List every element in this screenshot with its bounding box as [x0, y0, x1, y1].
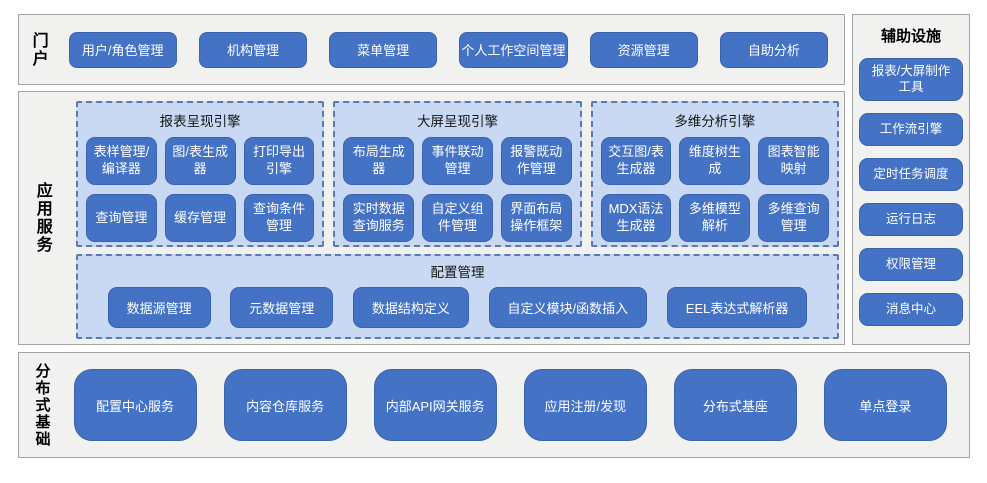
- section-app-services: 应用服务 报表呈现引擎 表样管理/编译器图/表生成器打印导出引擎 查询管理缓存管…: [18, 91, 845, 345]
- config-module-button[interactable]: 数据结构定义: [352, 287, 469, 328]
- portal-button[interactable]: 菜单管理: [329, 31, 438, 68]
- engine-title: 大屏呈现引擎: [416, 114, 498, 129]
- distributed-button-row: 配置中心服务内容仓库服务内部API网关服务应用注册/发现分布式基座单点登录: [73, 369, 948, 441]
- config-button-row: 数据源管理元数据管理数据结构定义自定义模块/函数插入 EEL表达式解析器: [88, 286, 827, 329]
- engine-module-button[interactable]: 查询条件管理: [243, 194, 315, 242]
- auxiliary-section-title: 辅助设施: [880, 28, 941, 45]
- distributed-button[interactable]: 分布式基座: [673, 369, 797, 441]
- engine-module-button[interactable]: MDX语法生成器: [600, 194, 672, 242]
- section-auxiliary: 辅助设施 报表/大屏制作工具工作流引擎定时任务调度运行日志权限管理消息中心: [852, 14, 970, 345]
- config-management-box: 配置管理 数据源管理元数据管理数据结构定义自定义模块/函数插入 EEL表达式解析器: [76, 254, 839, 339]
- portal-button[interactable]: 机构管理: [198, 31, 308, 68]
- auxiliary-button-column: 报表/大屏制作工具工作流引擎定时任务调度运行日志权限管理消息中心: [859, 58, 963, 326]
- engine-box-bigscreen: 大屏呈现引擎 布局生成器事件联动管理报警既动作管理 实时数据查询服务自定义组件管…: [333, 101, 582, 247]
- distributed-button[interactable]: 配置中心服务: [73, 369, 197, 441]
- engine-module-button[interactable]: 维度树生成: [679, 137, 751, 185]
- engine-module-row: 查询管理缓存管理查询条件管理: [86, 194, 315, 242]
- portal-button[interactable]: 个人工作空间管理: [459, 31, 568, 68]
- engine-module-button[interactable]: 表样管理/编译器: [86, 137, 157, 185]
- engines-row: 报表呈现引擎 表样管理/编译器图/表生成器打印导出引擎 查询管理缓存管理查询条件…: [76, 101, 839, 247]
- engine-box-olap: 多维分析引擎 交互图/表生成器维度树生成图表智能映射 MDX语法生成器多维模型解…: [590, 101, 839, 247]
- engine-module-button[interactable]: 多维模型解析: [679, 194, 751, 242]
- engine-module-row: 布局生成器事件联动管理报警既动作管理: [343, 137, 572, 185]
- app-services-section-label: 应用服务: [33, 182, 51, 254]
- auxiliary-button[interactable]: 运行日志: [859, 202, 963, 236]
- engine-module-button[interactable]: 图/表生成器: [164, 137, 236, 185]
- engine-module-row: 实时数据查询服务自定义组件管理界面布局操作框架: [343, 194, 572, 242]
- engine-module-button[interactable]: 报警既动作管理: [500, 137, 572, 185]
- config-module-button[interactable]: 数据源管理: [107, 287, 211, 328]
- config-module-button[interactable]: 自定义模块/函数插入: [488, 287, 648, 328]
- app-services-label-wrap: 应用服务: [25, 92, 59, 344]
- engine-module-button[interactable]: 事件联动管理: [422, 137, 493, 185]
- portal-button-row: 用户/角色管理机构管理菜单管理个人工作空间管理资源管理自助分析: [68, 31, 828, 68]
- engine-module-button[interactable]: 打印导出引擎: [243, 137, 315, 185]
- config-module-button[interactable]: 元数据管理: [230, 287, 334, 328]
- engine-title: 报表呈现引擎: [159, 114, 241, 129]
- portal-button[interactable]: 资源管理: [589, 31, 698, 68]
- distributed-button[interactable]: 单点登录: [823, 369, 947, 441]
- section-portal: 门户 用户/角色管理机构管理菜单管理个人工作空间管理资源管理自助分析: [18, 14, 845, 85]
- portal-button[interactable]: 自助分析: [719, 31, 828, 68]
- engine-module-button[interactable]: 实时数据查询服务: [343, 194, 415, 242]
- auxiliary-button[interactable]: 工作流引擎: [859, 112, 963, 146]
- engine-module-button[interactable]: 布局生成器: [343, 137, 415, 185]
- engine-module-button[interactable]: 界面布局操作框架: [500, 194, 572, 242]
- engine-module-button[interactable]: 查询管理: [86, 194, 157, 242]
- distributed-section-label: 分布式基础: [33, 362, 51, 448]
- engine-module-button[interactable]: 交互图/表生成器: [600, 137, 672, 185]
- engine-module-row: 表样管理/编译器图/表生成器打印导出引擎: [86, 137, 315, 185]
- portal-section-label: 门户: [29, 31, 47, 68]
- distributed-button[interactable]: 应用注册/发现: [523, 369, 647, 441]
- auxiliary-button[interactable]: 消息中心: [859, 292, 963, 326]
- distributed-button[interactable]: 内容仓库服务: [223, 369, 347, 441]
- auxiliary-button[interactable]: 报表/大屏制作工具: [859, 58, 963, 101]
- distributed-button[interactable]: 内部API网关服务: [373, 369, 497, 441]
- auxiliary-button[interactable]: 定时任务调度: [859, 157, 963, 191]
- portal-button[interactable]: 用户/角色管理: [68, 31, 177, 68]
- engine-module-row: 交互图/表生成器维度树生成图表智能映射: [600, 137, 829, 185]
- engine-module-button[interactable]: 自定义组件管理: [422, 194, 493, 242]
- engine-module-button[interactable]: 图表智能映射: [758, 137, 829, 185]
- config-title: 配置管理: [430, 265, 485, 280]
- auxiliary-button[interactable]: 权限管理: [859, 247, 963, 281]
- config-module-button[interactable]: EEL表达式解析器: [666, 287, 808, 328]
- section-distributed: 分布式基础 配置中心服务内容仓库服务内部API网关服务应用注册/发现分布式基座单…: [18, 352, 970, 458]
- engine-title: 多维分析引擎: [674, 114, 756, 129]
- engine-box-report: 报表呈现引擎 表样管理/编译器图/表生成器打印导出引擎 查询管理缓存管理查询条件…: [76, 101, 325, 247]
- engine-module-button[interactable]: 缓存管理: [164, 194, 236, 242]
- engine-module-button[interactable]: 多维查询管理: [758, 194, 829, 242]
- engine-module-row: MDX语法生成器多维模型解析多维查询管理: [600, 194, 829, 242]
